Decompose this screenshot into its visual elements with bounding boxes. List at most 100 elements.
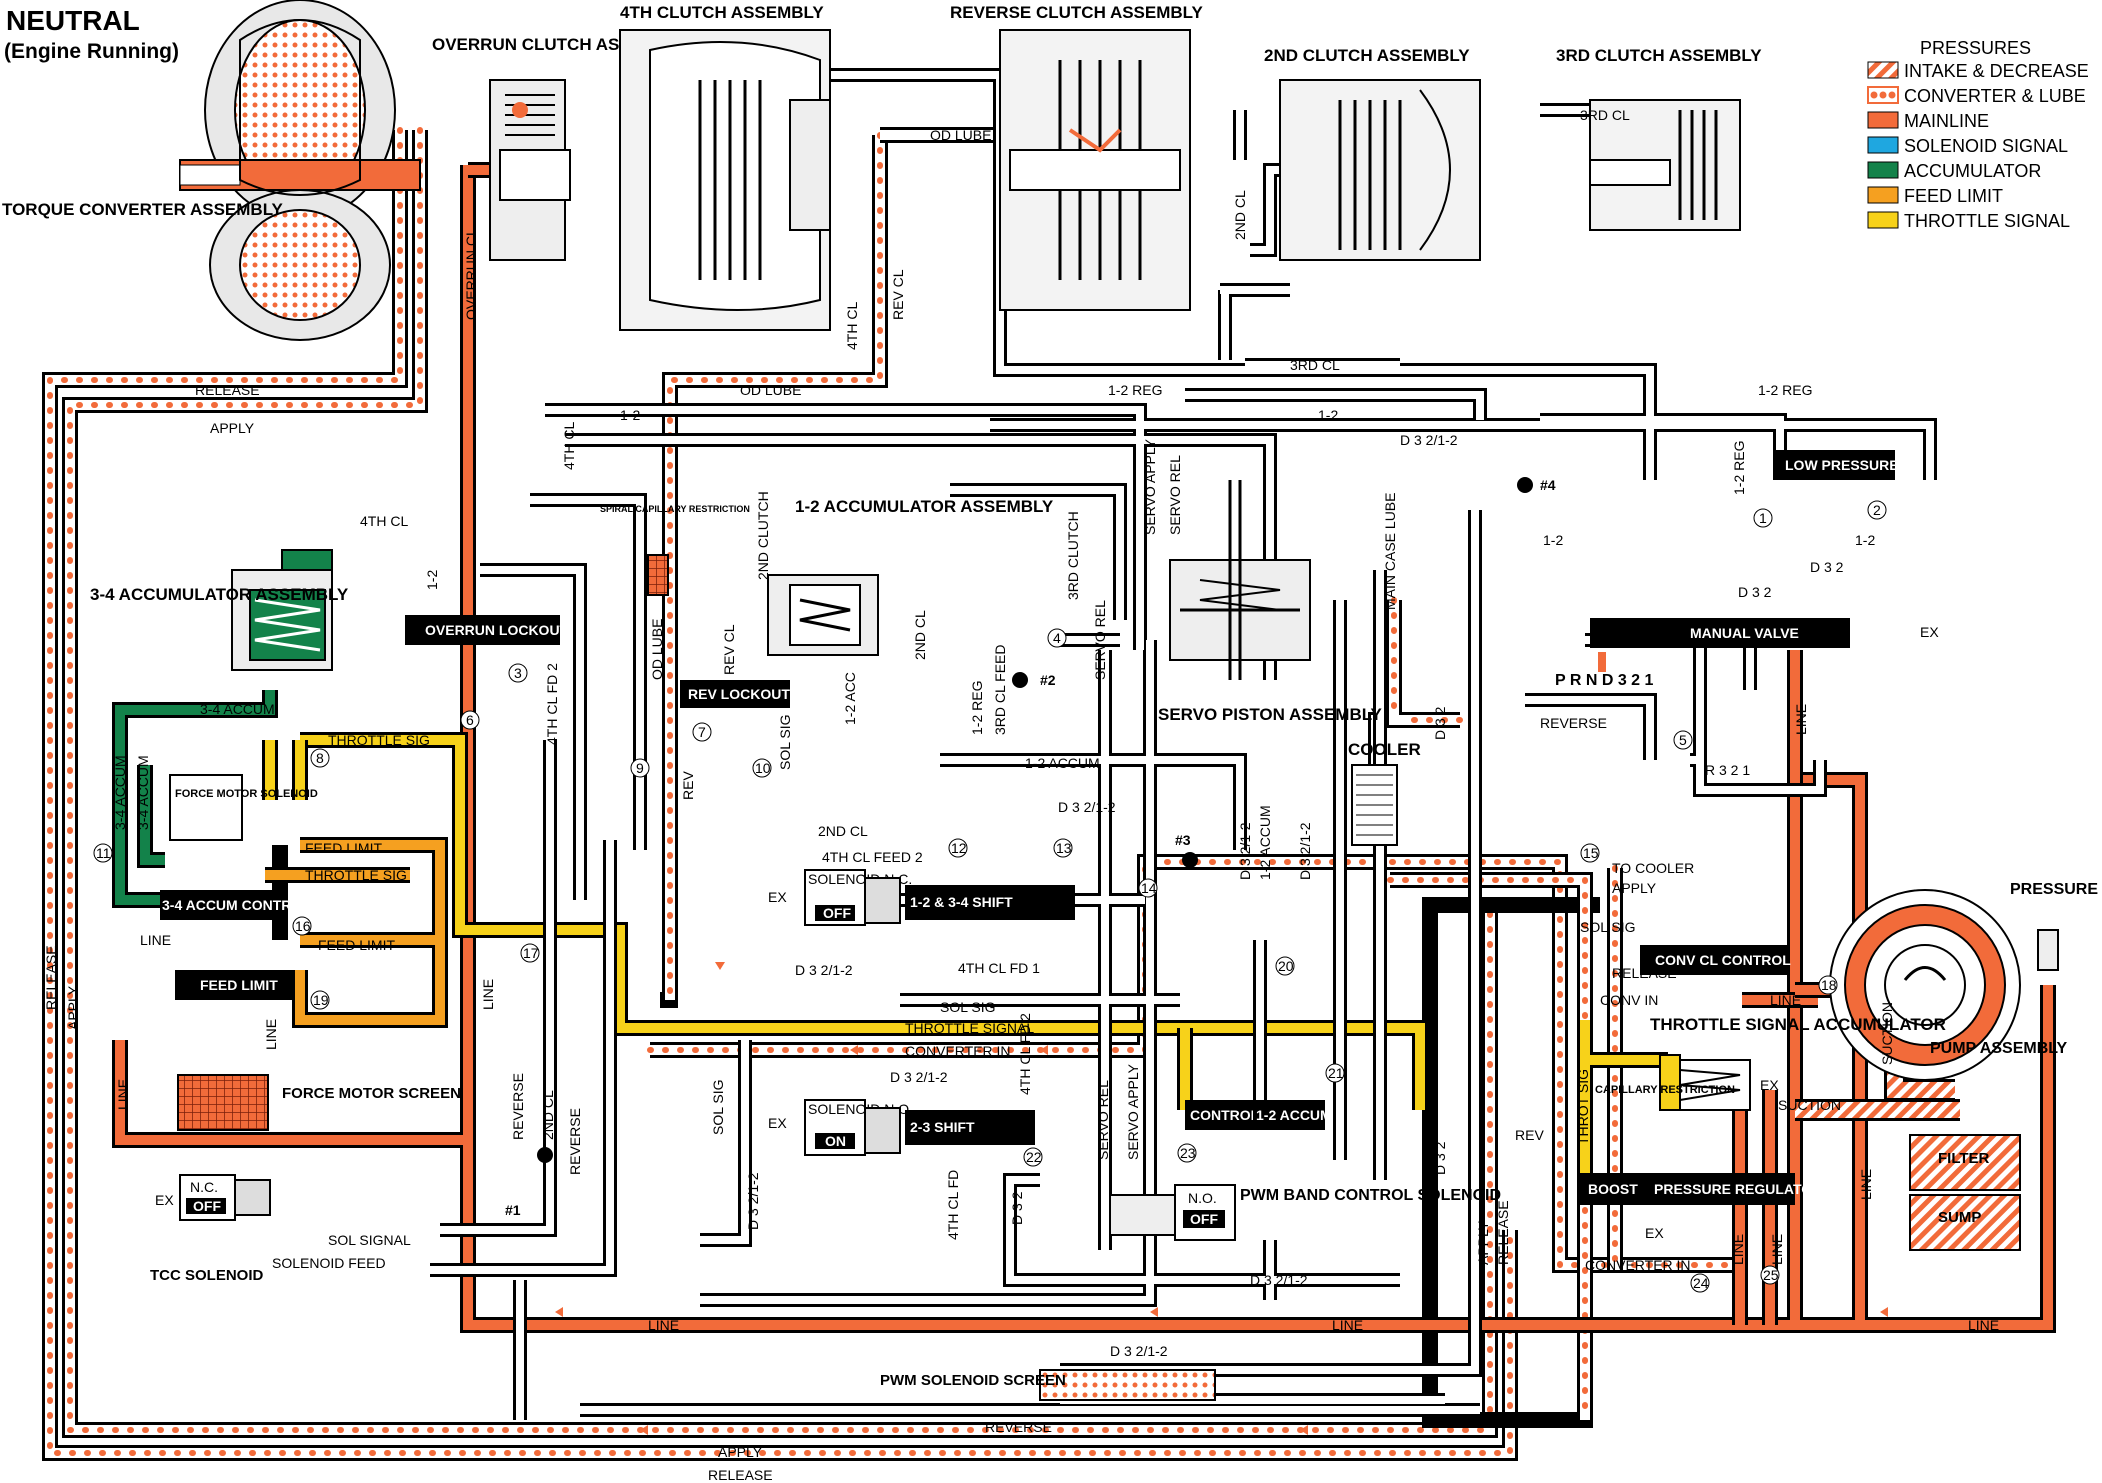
label-4th-cl-fd-1: 4TH CL FD 1 <box>958 960 1040 976</box>
label-2nd-cl-b: 2ND CL <box>818 823 868 839</box>
circuit-15: 15 <box>1583 845 1599 861</box>
flow-arrows <box>555 962 1888 1435</box>
filter-label: FILTER <box>1938 1150 1990 1167</box>
throttle-accum-label: THROTTLE SIGNAL ACCUMULATOR <box>1650 1015 1946 1034</box>
circuit-19: 19 <box>313 992 329 1008</box>
label-release-top: RELEASE <box>195 382 260 398</box>
label-d321-a: D 3 2/1-2 <box>1400 432 1458 448</box>
overrun-clutch <box>489 79 571 261</box>
label-overrun-cl: OVERRUN CL <box>463 228 479 320</box>
label-3rd-cl-top: 3RD CL <box>1580 107 1630 123</box>
valve-low-pressure-label: LOW PRESSURE <box>1785 457 1899 473</box>
sol-b-state: ON <box>825 1133 846 1149</box>
legend-swatch-solenoid <box>1867 136 1899 154</box>
spiral-capillary-restriction <box>647 554 669 596</box>
valve-low-pressure: LOW PRESSURE <box>1775 450 1899 480</box>
legend-label-throttle: THROTTLE SIGNAL <box>1904 211 2070 231</box>
circuit-13: 13 <box>1056 840 1072 856</box>
valve-conv-cl-control-label: CONV CL CONTROL <box>1655 952 1791 968</box>
circuit-18: 18 <box>1821 977 1837 993</box>
label-4th-cl-c: 4TH CL <box>561 422 577 470</box>
valve-overrun-lockout-label: OVERRUN LOCKOUT <box>425 622 569 638</box>
capillary-label: CAPILLARY RESTRICTION <box>1595 1084 1735 1096</box>
label-conv-in: CONV IN <box>1600 992 1658 1008</box>
pump-label: PUMP ASSEMBLY <box>1930 1040 2068 1057</box>
label-od-lube-mid: OD LUBE <box>740 382 801 398</box>
shift-solenoid-a: SOLENOID N.C. OFF <box>804 869 912 926</box>
legend-swatch-mainline <box>1867 111 1899 129</box>
pwm-solenoid-screen <box>1039 1369 1216 1401</box>
circuit-22: 22 <box>1026 1149 1042 1165</box>
tcc-state: OFF <box>193 1198 221 1214</box>
label-4th-cl-fd-2b: 4TH CL FD 2 <box>1017 1013 1033 1095</box>
valve-rev-lockout: REV LOCKOUT <box>680 680 790 708</box>
circuit-numbers <box>93 500 1887 1293</box>
circuit-23: 23 <box>1180 1145 1196 1161</box>
diagram-subtitle: (Engine Running) <box>4 40 179 63</box>
label-34-accum-v2: 3-4 ACCUM <box>135 755 151 830</box>
label-d32-b: D 3 2 <box>1738 584 1772 600</box>
label-line-l: LINE <box>1769 1234 1785 1265</box>
circuit-1: 1 <box>1759 510 1767 526</box>
label-rev-v: REV <box>680 771 696 800</box>
label-line-h: LINE <box>1770 992 1801 1008</box>
shift-solenoid-b: SOLENOID N.O. ON <box>804 1099 913 1156</box>
legend-label-intake: INTAKE & DECREASE <box>1904 61 2089 81</box>
valve-shift-12-34-label: 1-2 & 3-4 SHIFT <box>910 894 1013 910</box>
label-ex-3: EX <box>768 1115 787 1131</box>
clutch-4th <box>619 29 831 331</box>
label-reverse-a: REVERSE <box>1540 715 1607 731</box>
label-d32-a: D 3 2 <box>1810 559 1844 575</box>
label-servo-apply: SERVO APPLY <box>1142 438 1158 535</box>
diagram-title: NEUTRAL <box>6 5 140 36</box>
circuit-12: 12 <box>951 840 967 856</box>
valve-feed-limit-label: FEED LIMIT <box>200 977 278 993</box>
label-line-g: LINE <box>1968 1317 1999 1333</box>
valve-manual: MANUAL VALVE <box>1590 618 1850 648</box>
clutch-4th-label: 4TH CLUTCH ASSEMBLY <box>620 3 824 22</box>
label-suction-a: SUCTION <box>1778 1097 1841 1113</box>
label-apply-bottom: APPLY <box>718 1444 763 1460</box>
label-servo-rel-mid: SERVO REL <box>1092 600 1108 680</box>
pressure-tap <box>2037 929 2059 971</box>
reverse-clutch <box>999 29 1191 311</box>
valve-shift-12-34: 1-2 & 3-4 SHIFT <box>905 885 1075 920</box>
label-12-reg-b: 1-2 REG <box>1758 382 1812 398</box>
label-main-case-lube: MAIN CASE LUBE <box>1382 493 1398 610</box>
label-d321-d: D 3 2/1-2 <box>890 1069 948 1085</box>
label-servo-apply-b: SERVO APPLY <box>1125 1063 1141 1160</box>
label-12-reg-c: 1-2 REG <box>1731 441 1747 495</box>
valve-boost: BOOST <box>1580 1173 1650 1205</box>
label-3rd-clutch: 3RD CLUTCH <box>1065 511 1081 600</box>
pwm-screen-label: PWM SOLENOID SCREEN <box>880 1372 1066 1389</box>
checkball-4 <box>1517 477 1533 493</box>
torque-converter <box>179 0 421 341</box>
legend-label-feed-limit: FEED LIMIT <box>1904 186 2003 206</box>
label-d32-c: D 3 2 <box>1432 706 1448 740</box>
passage-labels: RELEASE APPLY OD LUBE OD LUBE REV CL OVE… <box>43 107 1999 1483</box>
accumulator-12-label: 1-2 ACCUMULATOR ASSEMBLY <box>795 497 1054 516</box>
label-sol-sig-d: SOL SIG <box>777 714 793 770</box>
reverse-clutch-label: REVERSE CLUTCH ASSEMBLY <box>950 3 1203 22</box>
label-throt-sig: THROT SIG <box>1575 1069 1591 1145</box>
sump <box>1909 1194 2021 1251</box>
pressure-tap-label: PRESSURE TAP <box>2010 881 2102 898</box>
tcc-type: N.C. <box>190 1179 218 1195</box>
clutch-3rd-label: 3RD CLUTCH ASSEMBLY <box>1556 46 1762 65</box>
valve-control: CONTROL <box>1185 1100 1260 1130</box>
label-servo-rel-b: SERVO REL <box>1095 1080 1111 1160</box>
circuit-24: 24 <box>1693 1275 1709 1291</box>
label-3rd-cl-feed: 3RD CL FEED <box>992 644 1008 735</box>
cooler-label: COOLER <box>1348 740 1421 759</box>
circuit-8: 8 <box>316 750 324 766</box>
accumulator-34 <box>231 549 333 671</box>
valve-conv-cl-control: CONV CL CONTROL <box>1640 945 1791 975</box>
label-4th-cl-a: 4TH CL <box>844 302 860 350</box>
checkballs: #1 #2 #3 #4 <box>505 477 1556 1218</box>
label-sol-sig-c: SOL SIG <box>710 1079 726 1135</box>
valve-pressure-regulator-label: PRESSURE REGULATOR <box>1654 1181 1822 1197</box>
label-12-b: 1-2 <box>1318 407 1338 423</box>
label-release-bottom: RELEASE <box>708 1467 773 1483</box>
label-solenoid-feed: SOLENOID FEED <box>272 1255 386 1271</box>
